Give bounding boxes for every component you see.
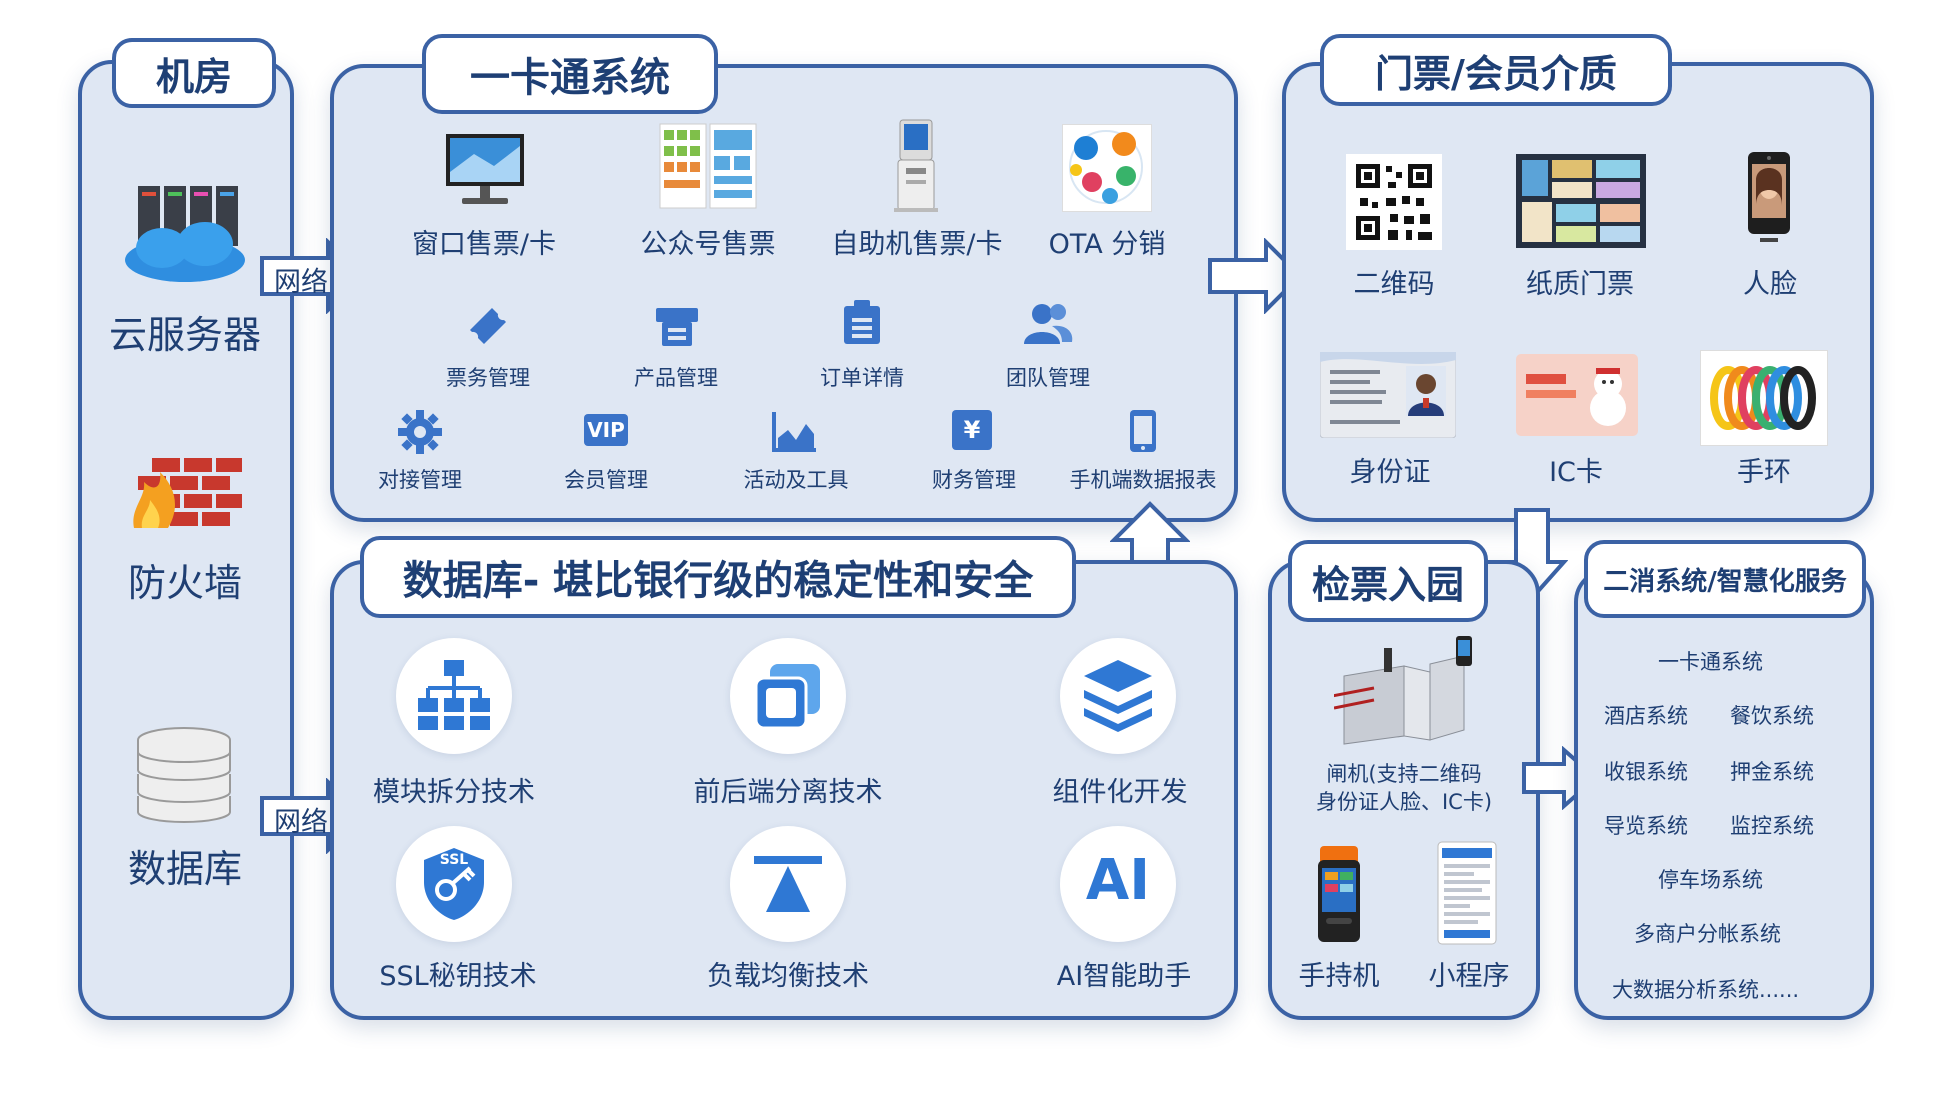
services-title: 二消系统/智慧化服务 <box>1584 540 1866 618</box>
product-manage-icon <box>656 308 698 346</box>
ssl-key-icon <box>424 848 484 920</box>
service-monitor: 监控系统 <box>1730 814 1814 838</box>
service-merchant-split: 多商户分帐系统 <box>1634 922 1781 946</box>
ai-badge-icon: AI <box>1085 848 1151 913</box>
component-circle <box>1060 638 1176 754</box>
qr-code-icon <box>1346 154 1442 250</box>
card-system-title: 一卡通系统 <box>422 34 718 114</box>
service-bigdata: 大数据分析系统...... <box>1612 978 1800 1002</box>
mobile-report-icon <box>1130 410 1156 452</box>
service-guide: 导览系统 <box>1604 814 1688 838</box>
ticket-check-title: 检票入园 <box>1288 540 1488 622</box>
activity-chart-icon <box>772 412 816 452</box>
service-card-system: 一卡通系统 <box>1658 650 1763 674</box>
self-service-kiosk-icon <box>894 119 938 212</box>
turnstile-gate-icon <box>1334 636 1472 745</box>
ai-circle <box>1060 826 1176 942</box>
paper-tickets-icon <box>1516 154 1646 248</box>
feature-integration: 对接管理 <box>378 468 462 492</box>
feature-product: 产品管理 <box>634 366 718 390</box>
database-label: 数据库 <box>127 847 242 891</box>
tech-module-split: 模块拆分技术 <box>373 777 535 808</box>
mini-program-phone-icon <box>1437 841 1497 945</box>
feature-team: 团队管理 <box>1006 366 1090 390</box>
integration-gear-icon <box>398 410 442 454</box>
service-cashier: 收银系统 <box>1604 760 1688 784</box>
wristband-icon <box>1710 366 1816 430</box>
tech-component: 组件化开发 <box>1052 777 1188 808</box>
gate-label-line1: 闸机(支持二维码 <box>1326 762 1482 786</box>
media-idcard: 身份证 <box>1349 457 1431 488</box>
tech-frontend-backend: 前后端分离技术 <box>693 777 883 808</box>
id-card-icon <box>1320 352 1456 438</box>
ic-card-icon <box>1516 354 1638 436</box>
face-terminal-icon <box>1748 152 1790 242</box>
cloud-server-icon <box>125 186 245 282</box>
order-detail-icon <box>844 300 880 344</box>
handheld-terminal-icon <box>1318 846 1360 942</box>
tech-ssl: SSL秘钥技术 <box>379 961 537 992</box>
server-room-title: 机房 <box>112 38 276 108</box>
network-label-bottom: 网络 <box>274 807 328 838</box>
network-label-top: 网络 <box>274 267 328 298</box>
frontend-backend-icon <box>754 664 820 730</box>
feature-ticket: 票务管理 <box>446 366 530 390</box>
ticket-media-title: 门票/会员介质 <box>1320 34 1672 106</box>
channel-kiosk: 自助机售票/卡 <box>831 229 1003 260</box>
firewall-icon <box>133 458 242 528</box>
window-ticket-pc-icon <box>446 134 524 204</box>
media-iccard: IC卡 <box>1549 457 1603 488</box>
gate-label-line2: 身份证人脸、IC卡) <box>1315 790 1493 814</box>
ticket-manage-icon <box>470 308 506 344</box>
database-cylinder-icon <box>137 727 231 823</box>
media-paper: 纸质门票 <box>1526 269 1634 300</box>
finance-yen-icon: ¥ <box>952 410 992 450</box>
tech-ai: AI智能助手 <box>1056 961 1192 992</box>
channel-wechat: 公众号售票 <box>640 229 776 260</box>
ota-logos-icon <box>1069 130 1143 204</box>
service-deposit: 押金系统 <box>1730 760 1814 784</box>
ssl-badge-text: SSL <box>439 852 469 868</box>
channel-window: 窗口售票/卡 <box>411 229 557 260</box>
load-balance-icon <box>754 856 822 912</box>
channel-ota: OTA 分销 <box>1048 229 1166 260</box>
media-face: 人脸 <box>1743 269 1797 300</box>
media-qr: 二维码 <box>1353 269 1435 300</box>
service-hotel: 酒店系统 <box>1604 704 1688 728</box>
component-layers-icon <box>1084 660 1152 732</box>
check-miniprogram: 小程序 <box>1428 961 1510 992</box>
feature-activity: 活动及工具 <box>743 468 849 492</box>
feature-member: 会员管理 <box>564 468 648 492</box>
media-wristband: 手环 <box>1737 457 1791 488</box>
wechat-ticket-phones-icon <box>659 123 757 209</box>
feature-order: 订单详情 <box>820 366 904 390</box>
check-handheld: 手持机 <box>1298 961 1380 992</box>
feature-mobile-report: 手机端数据报表 <box>1069 468 1217 492</box>
cloud-server-label: 云服务器 <box>108 313 261 357</box>
feature-finance: 财务管理 <box>932 468 1016 492</box>
team-manage-icon <box>1024 304 1073 344</box>
database-title: 数据库- 堪比银行级的稳定性和安全 <box>360 536 1076 618</box>
tech-load-balance: 负载均衡技术 <box>707 961 869 992</box>
firewall-label: 防火墙 <box>127 561 242 605</box>
wristband-box <box>1700 350 1828 446</box>
services-panel <box>1574 568 1874 1020</box>
module-split-icon <box>418 660 490 730</box>
service-parking: 停车场系统 <box>1658 868 1763 892</box>
vip-icon: VIP <box>584 414 628 446</box>
service-catering: 餐饮系统 <box>1730 704 1814 728</box>
